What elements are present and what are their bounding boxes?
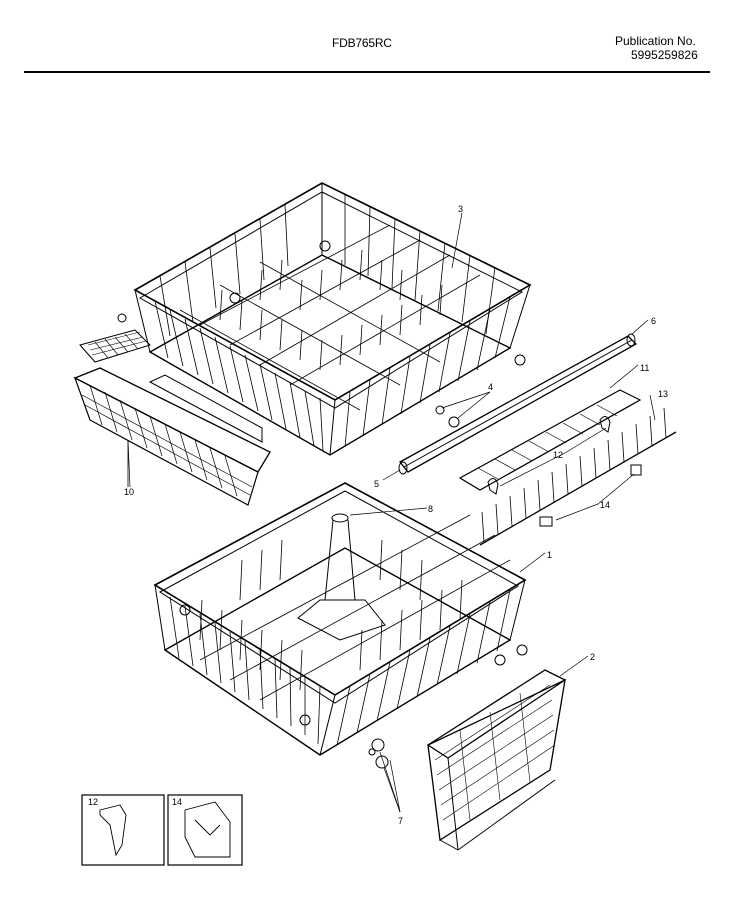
callout-3: 3 [458,204,463,214]
cutlery-basket [426,669,567,851]
roller-part-4b [435,405,445,415]
inset-label-14: 14 [172,797,182,807]
callout-7: 7 [398,816,403,826]
callout-14: 14 [600,500,610,510]
callout-12: 12 [553,450,563,460]
inset-box-14 [167,794,243,866]
callout-11: 11 [640,363,649,373]
wheels-part-7 [368,738,389,769]
rack-track [398,333,638,475]
callout-13: 13 [658,389,668,399]
model-number: FDB765RC [332,36,392,50]
clip-part-14a [539,516,553,527]
inset-label-12: 12 [88,797,98,807]
callout-8: 8 [428,504,433,514]
upper-rack [117,182,532,456]
publication-number: 5995259826 [631,48,698,62]
callout-5: 5 [374,479,379,489]
roller-part-4 [448,416,460,428]
cup-shelf [458,389,642,495]
inset-box-12 [81,794,165,866]
lower-rack [153,482,528,756]
leader-lines [127,212,656,813]
silverware-basket [73,329,271,506]
header-rule [24,71,710,73]
callout-10: 10 [124,487,134,497]
callout-2: 2 [590,652,595,662]
clip-part-14b [630,464,642,476]
fold-down-tines [479,407,677,546]
publication-label: Publication No. [615,34,696,48]
callout-1: 1 [547,550,552,560]
callout-6: 6 [651,316,656,326]
callout-4: 4 [488,382,493,392]
